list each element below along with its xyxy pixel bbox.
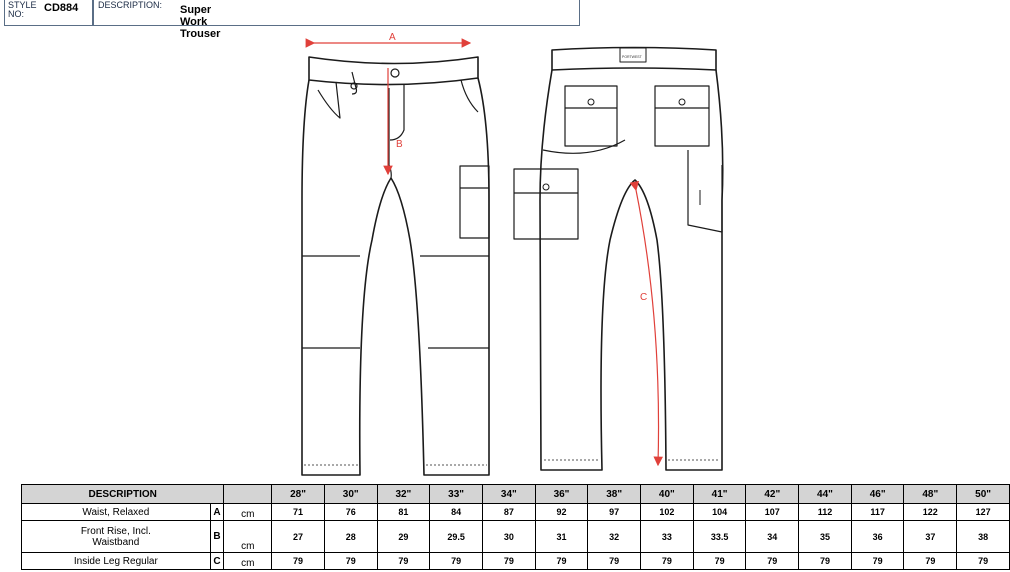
size-header: 50" (956, 484, 1010, 504)
size-header: 42" (745, 484, 800, 504)
back-side-cargo-pocket (513, 168, 579, 240)
row-value: 33.5 (692, 520, 747, 553)
front-waistband (308, 56, 479, 86)
row-value: 79 (534, 552, 589, 570)
row-value: 127 (956, 503, 1010, 521)
row-description-line1: Front Rise, Incl. (80, 525, 151, 537)
size-header: 32" (376, 484, 431, 504)
row-value: 79 (640, 552, 694, 570)
row-value: 29.5 (429, 520, 483, 553)
row-value: 31 (534, 520, 589, 553)
table-row: Front Rise, Incl. Waistband B cm 27 28 2… (21, 520, 1010, 553)
front-cargo-pocket (459, 165, 490, 239)
row-value: 27 (271, 520, 325, 553)
row-value: 79 (745, 552, 800, 570)
row-description: Inside Leg Regular (21, 552, 211, 570)
row-value: 107 (745, 503, 800, 521)
row-value: 92 (534, 503, 589, 521)
row-value: 35 (798, 520, 852, 553)
row-value: 79 (850, 552, 905, 570)
row-description: Waist, Relaxed (21, 503, 211, 521)
row-value: 28 (323, 520, 378, 553)
row-value: 104 (692, 503, 747, 521)
size-header: 34" (482, 484, 536, 504)
row-value: 79 (482, 552, 536, 570)
back-view (513, 46, 724, 471)
style-no-label-line1: STYLE (8, 0, 37, 10)
row-description: Front Rise, Incl. Waistband (21, 520, 211, 553)
table-row: Inside Leg Regular C cm 79 79 79 79 79 7… (21, 552, 1010, 570)
size-header: 28" (271, 484, 325, 504)
row-value: 79 (798, 552, 852, 570)
row-value: 32 (587, 520, 642, 553)
row-description-line2: Waistband (92, 536, 140, 548)
size-header: 46" (850, 484, 905, 504)
row-value: 30 (482, 520, 536, 553)
row-value: 29 (376, 520, 431, 553)
size-header: 30" (323, 484, 378, 504)
row-value: 79 (271, 552, 325, 570)
row-code: B (209, 520, 225, 553)
row-value: 87 (482, 503, 536, 521)
row-value: 71 (271, 503, 325, 521)
back-outline (539, 69, 724, 471)
style-no-label-line2: NO: (8, 9, 25, 19)
size-header: 41" (692, 484, 747, 504)
measure-c-label: C (640, 292, 647, 303)
header-description: DESCRIPTION (20, 484, 225, 504)
table-row: Waist, Relaxed A cm 71 76 81 84 87 92 97… (21, 503, 1010, 521)
table-header-row: DESCRIPTION 28" 30" 32" 33" 34" 36" 38" … (20, 484, 1010, 504)
front-view (301, 56, 490, 476)
measure-b-label: B (396, 139, 403, 150)
row-unit: cm (223, 520, 273, 553)
row-value: 79 (956, 552, 1010, 570)
style-no-label: STYLE NO: (8, 1, 37, 19)
row-unit: cm (223, 503, 273, 521)
row-value: 79 (376, 552, 431, 570)
row-value: 97 (587, 503, 642, 521)
row-value: 76 (323, 503, 378, 521)
row-value: 36 (850, 520, 905, 553)
row-value: 38 (956, 520, 1010, 553)
row-code: A (209, 503, 225, 521)
size-header: 40" (640, 484, 694, 504)
row-code: C (209, 552, 225, 570)
size-spec-table: DESCRIPTION 28" 30" 32" 33" 34" 36" 38" … (20, 484, 1010, 570)
description-label: DESCRIPTION: (98, 0, 163, 10)
description-box (93, 0, 580, 26)
row-value: 81 (376, 503, 431, 521)
row-value: 79 (692, 552, 747, 570)
row-value: 79 (587, 552, 642, 570)
style-no-value: CD884 (44, 2, 79, 14)
size-header: 33" (429, 484, 483, 504)
front-outline (301, 77, 490, 476)
size-header: 48" (903, 484, 958, 504)
size-header: 36" (534, 484, 589, 504)
row-value: 122 (903, 503, 958, 521)
row-value: 79 (903, 552, 958, 570)
description-value: Super Work Trouser (180, 4, 221, 40)
back-left-pocket (564, 85, 618, 147)
row-value: 79 (429, 552, 483, 570)
style-no-box (4, 0, 93, 26)
row-value: 102 (640, 503, 694, 521)
row-value: 117 (850, 503, 905, 521)
row-value: 33 (640, 520, 694, 553)
measurement-lines (305, 38, 664, 467)
row-unit: cm (223, 552, 273, 570)
brand-tag: PORTWEST (622, 55, 643, 59)
back-right-pocket (654, 85, 710, 147)
row-value: 84 (429, 503, 483, 521)
header-unit (223, 484, 273, 504)
size-header: 38" (587, 484, 642, 504)
measure-c-line (629, 180, 664, 467)
measure-a-label: A (389, 32, 396, 43)
row-value: 37 (903, 520, 958, 553)
row-value: 112 (798, 503, 852, 521)
row-value: 34 (745, 520, 800, 553)
size-header: 44" (798, 484, 852, 504)
row-value: 79 (323, 552, 378, 570)
